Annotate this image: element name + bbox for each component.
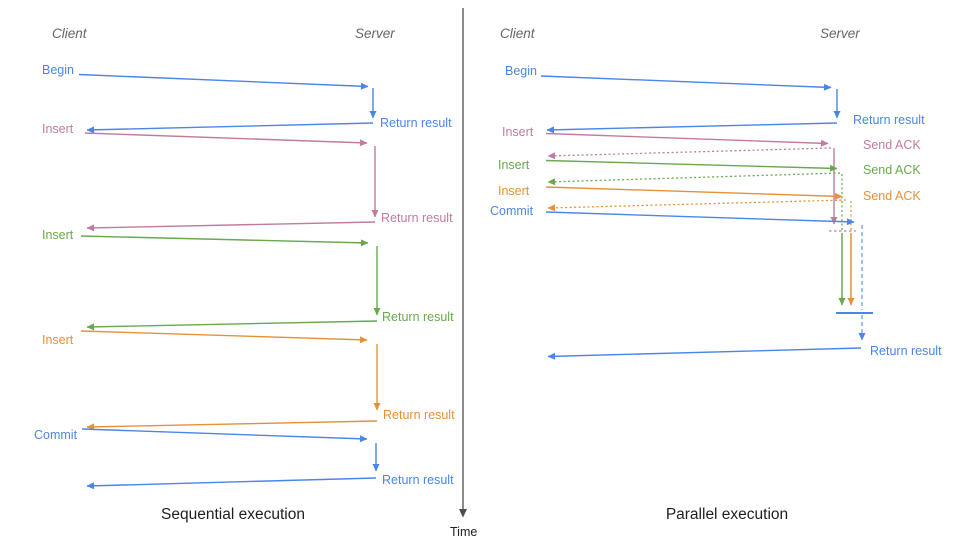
seq-insert2-exchange: Insert Return result <box>42 228 454 331</box>
time-axis: Time <box>450 8 477 539</box>
par-commit-exchange: Commit Return result <box>490 204 942 360</box>
request-arrow <box>545 159 838 172</box>
message-label: Commit <box>34 428 78 442</box>
ack-label: Send ACK <box>863 138 921 152</box>
par-begin-exchange: Begin Return result <box>505 64 925 134</box>
message-label: Insert <box>42 333 74 347</box>
message-label: Insert <box>498 184 530 198</box>
sequential-panel: Client Server Begin Return result Insert… <box>34 26 455 523</box>
client-header: Client <box>500 26 536 41</box>
par-insert3-exchange: Insert Send ACK <box>498 184 921 306</box>
request-arrow <box>545 186 843 200</box>
message-label: Begin <box>505 64 537 78</box>
return-label: Return result <box>382 310 454 324</box>
message-label: Insert <box>42 122 74 136</box>
request-arrow <box>545 132 829 147</box>
seq-insert1-exchange: Insert Return result <box>42 122 453 232</box>
ack-dotted-arrow <box>547 199 847 212</box>
return-label: Return result <box>381 211 453 225</box>
par-insert1-exchange: Insert Send ACK <box>502 125 921 232</box>
return-label: Return result <box>383 408 455 422</box>
request-arrow <box>540 75 832 91</box>
parallel-panel: Client Server Begin Return result Insert… <box>490 26 942 523</box>
server-header: Server <box>355 26 395 41</box>
seq-commit-exchange: Commit Return result <box>34 428 454 490</box>
ack-dotted-arrow <box>547 172 841 186</box>
return-label: Return result <box>380 116 452 130</box>
request-arrow <box>78 73 369 90</box>
message-label: Insert <box>498 158 530 172</box>
message-label: Begin <box>42 63 74 77</box>
request-arrow <box>80 330 368 344</box>
return-label: Return result <box>870 344 942 358</box>
request-arrow <box>84 132 368 147</box>
panel-title: Sequential execution <box>161 506 305 523</box>
server-header: Server <box>820 26 860 41</box>
return-arrow <box>86 420 378 431</box>
return-arrow <box>547 347 862 360</box>
message-label: Insert <box>42 228 74 242</box>
message-label: Commit <box>490 204 534 218</box>
return-label: Return result <box>853 113 925 127</box>
request-arrow <box>80 235 369 247</box>
return-arrow <box>86 477 377 490</box>
request-arrow <box>545 211 855 226</box>
request-arrow <box>81 428 368 443</box>
return-arrow <box>86 221 376 232</box>
seq-insert3-exchange: Insert Return result <box>42 330 455 431</box>
return-arrow <box>546 122 838 134</box>
ack-dotted-arrow <box>547 147 832 160</box>
ack-label: Send ACK <box>863 163 921 177</box>
par-insert2-exchange: Insert Send ACK <box>498 158 921 306</box>
ack-label: Send ACK <box>863 189 921 203</box>
seq-begin-exchange: Begin Return result <box>42 63 452 134</box>
return-label: Return result <box>382 473 454 487</box>
time-axis-label: Time <box>450 525 477 539</box>
message-label: Insert <box>502 125 534 139</box>
client-header: Client <box>52 26 88 41</box>
return-arrow <box>86 320 378 331</box>
return-arrow <box>86 122 374 134</box>
panel-title: Parallel execution <box>666 506 788 523</box>
